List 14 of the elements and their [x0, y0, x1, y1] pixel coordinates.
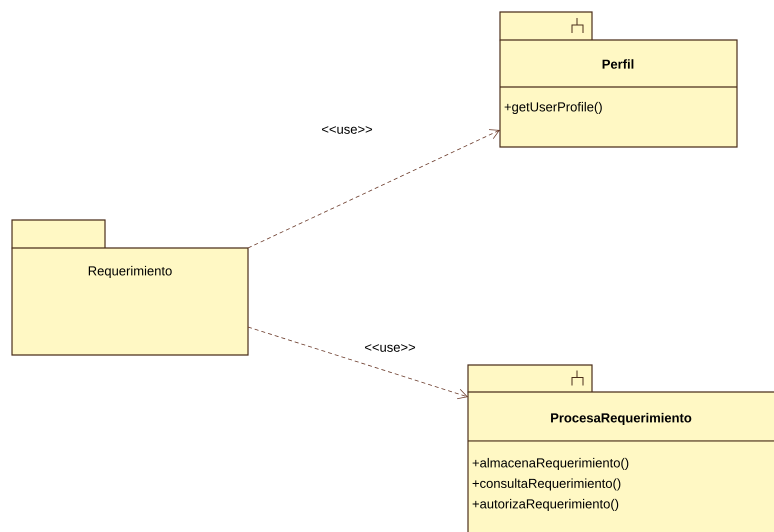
edge-label: <<use>> [320, 124, 374, 136]
package-box [499, 11, 738, 148]
operation-text: +autorizaRequerimiento() [472, 498, 618, 512]
package-box [11, 219, 249, 356]
package-name: Perfil [602, 59, 634, 69]
package-box [467, 364, 774, 532]
edge-label: <<use>> [362, 342, 418, 354]
operation-text: +consultaRequerimiento() [472, 478, 620, 491]
operation-text: +getUserProfile() [504, 102, 602, 114]
operation-text: +almacenaRequerimiento() [472, 458, 628, 470]
dependency-arrow [248, 129, 500, 248]
package-name: ProcesaRequerimiento [551, 412, 692, 426]
dependency-arrow [248, 326, 468, 400]
package-name: Requerimiento [88, 266, 172, 278]
